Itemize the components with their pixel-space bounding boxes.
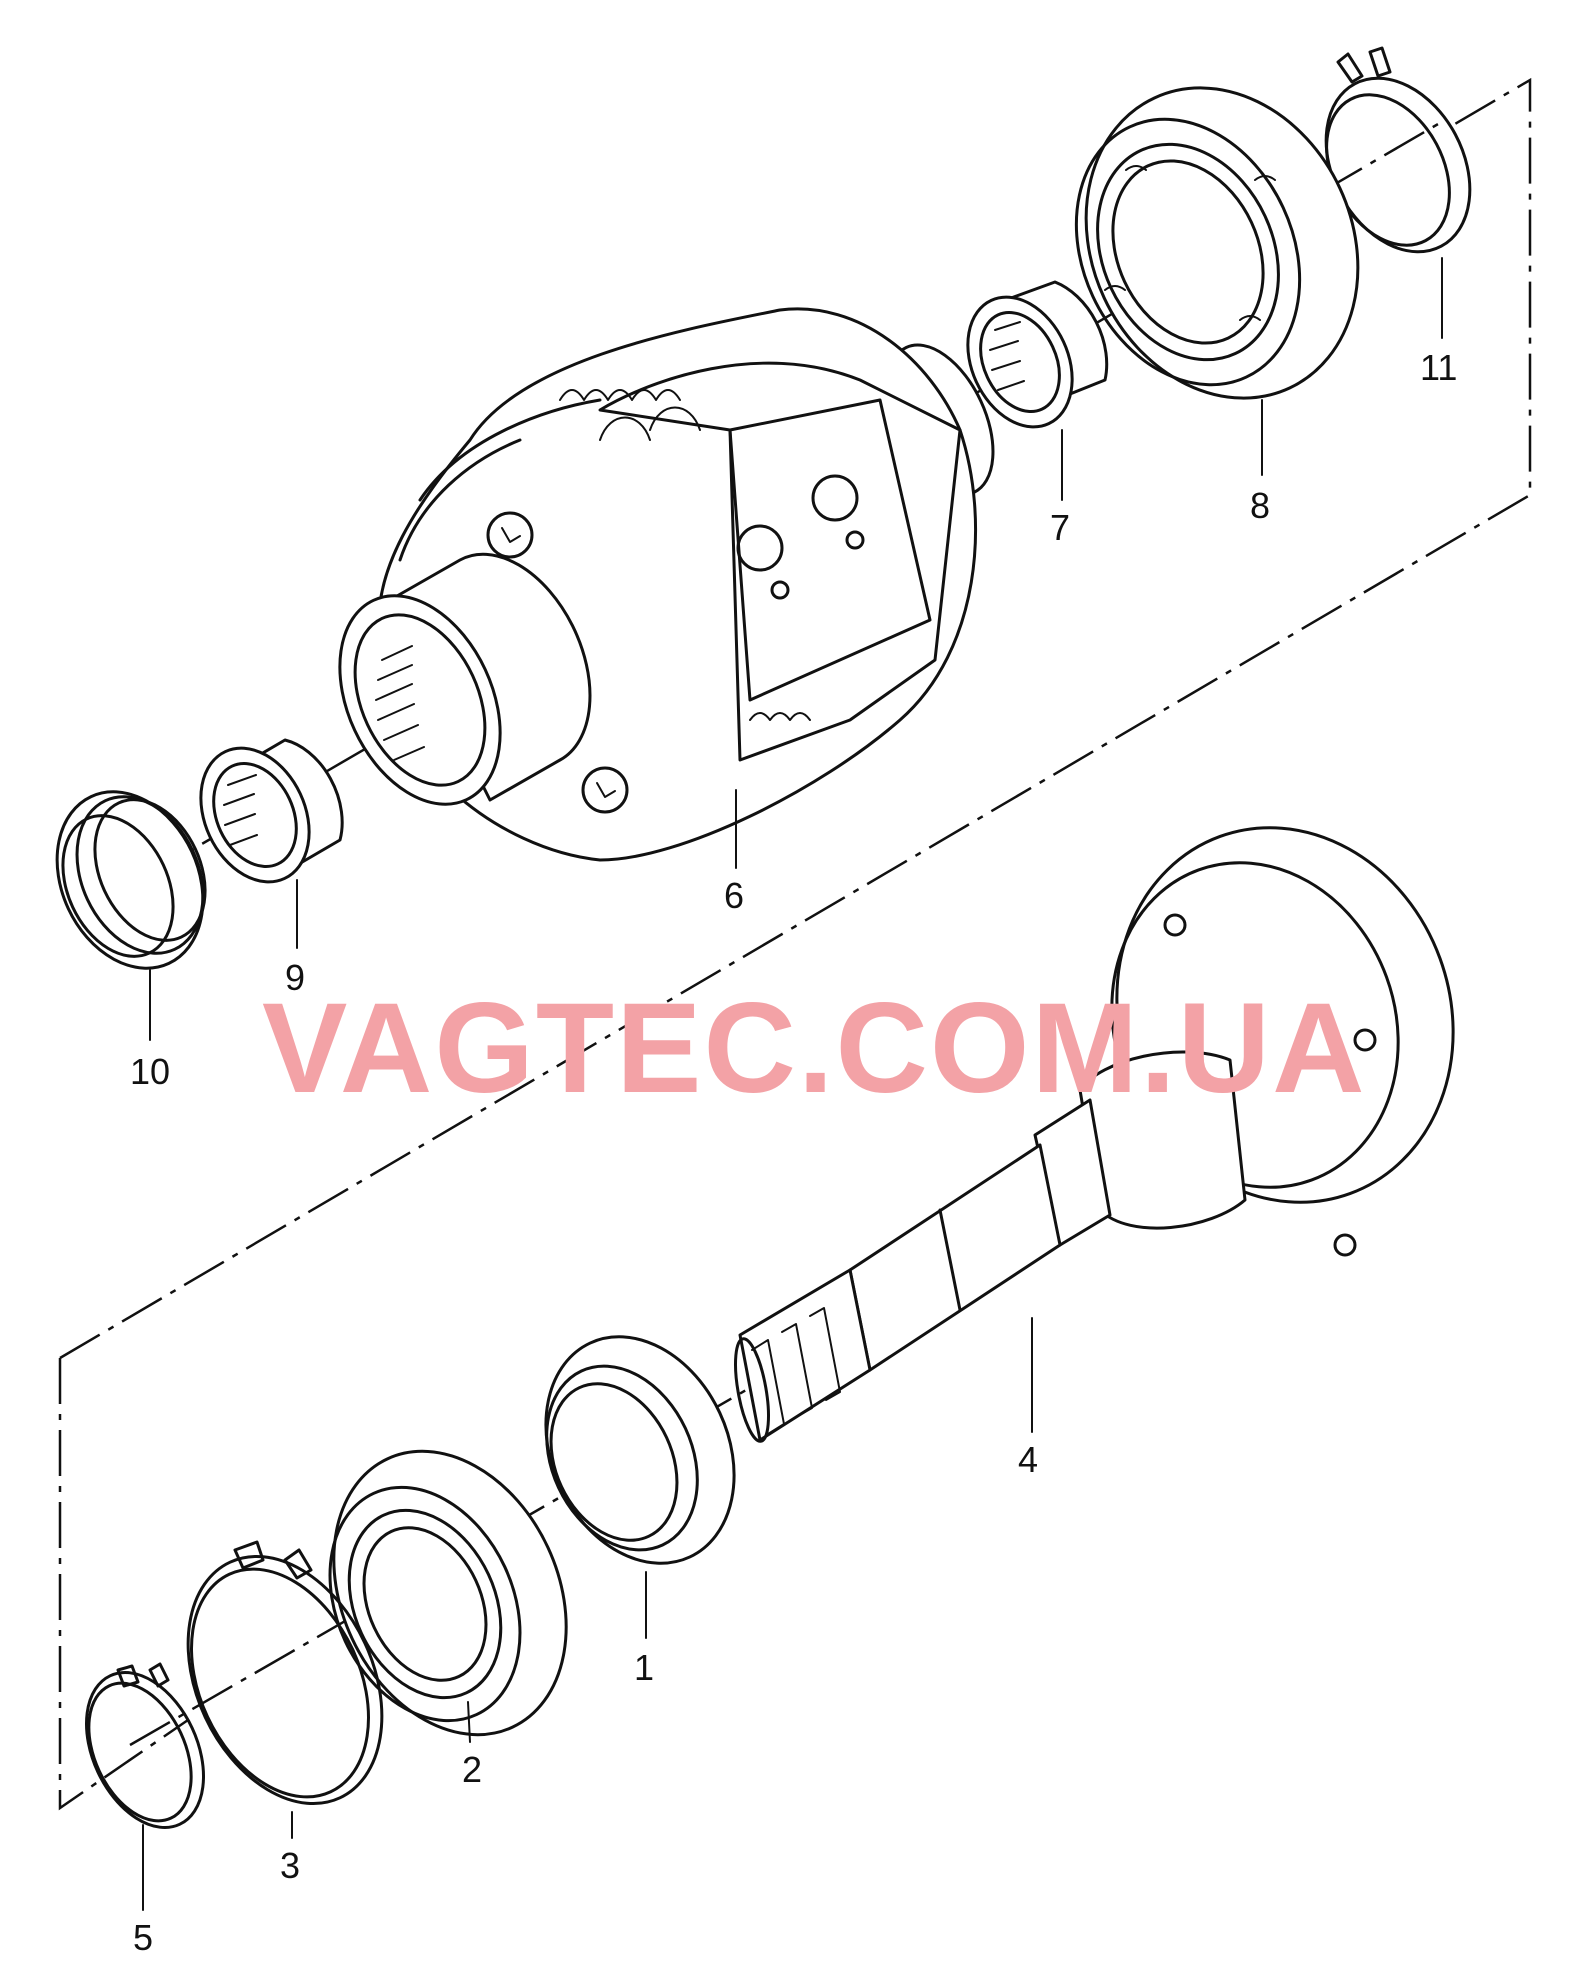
callout-3: 3	[280, 1845, 300, 1886]
callout-4: 4	[1018, 1439, 1038, 1480]
part-2-ball-bearing	[328, 1449, 568, 1737]
callout-8: 8	[1250, 485, 1270, 526]
callout-labels: 1 2 3 4 5 6 7 8 9 10 11	[130, 347, 1457, 1958]
part-5-circlip	[85, 1662, 205, 1829]
part-7-needle-bearing	[966, 280, 1109, 429]
callout-11: 11	[1420, 347, 1457, 388]
part-1-spacer-ring	[544, 1335, 736, 1565]
assembly-frame	[58, 77, 1532, 1811]
part-4-flange-shaft	[734, 826, 1455, 1443]
callout-5: 5	[133, 1917, 153, 1958]
watermark: VAGTEC.COM.UA	[262, 977, 1367, 1120]
callout-7: 7	[1050, 507, 1070, 548]
callout-2: 2	[462, 1749, 482, 1790]
callout-9: 9	[285, 957, 305, 998]
callout-10: 10	[130, 1051, 170, 1092]
part-8-ball-bearing	[1074, 86, 1360, 400]
leader-lines	[142, 257, 1443, 1911]
part-3-circlip	[186, 1540, 384, 1806]
part-9-needle-bearing	[199, 738, 344, 884]
part-10-seal-ring	[55, 790, 207, 970]
part-6-differential-housing	[338, 307, 995, 862]
callout-6: 6	[724, 875, 744, 916]
callout-1: 1	[634, 1647, 654, 1688]
